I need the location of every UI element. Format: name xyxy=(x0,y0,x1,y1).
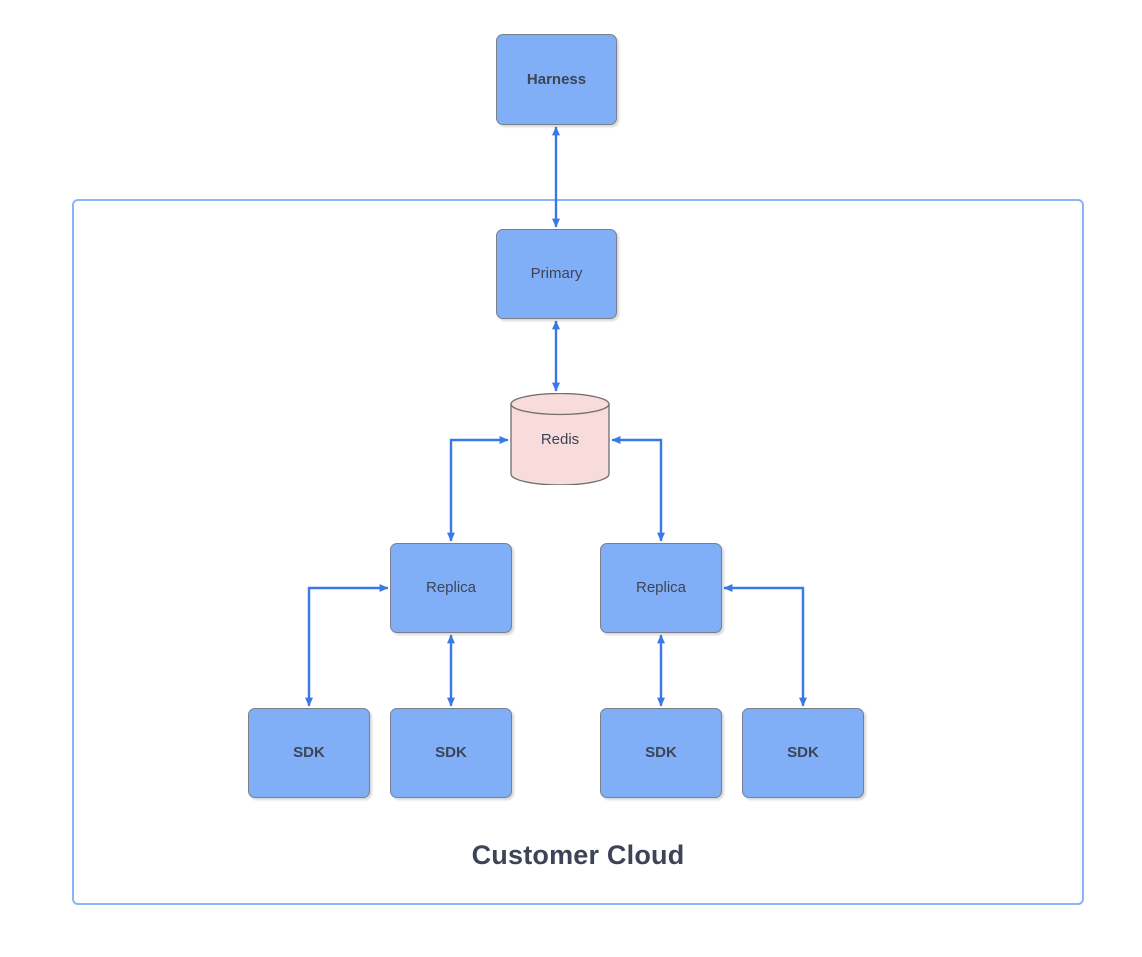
node-sdk-1-label: SDK xyxy=(293,744,325,761)
node-harness[interactable]: Harness xyxy=(496,34,617,125)
node-primary-label: Primary xyxy=(530,265,583,282)
node-replica-left[interactable]: Replica xyxy=(390,543,512,633)
node-redis[interactable]: Redis xyxy=(510,392,610,486)
node-replica-right-label: Replica xyxy=(635,579,687,596)
node-sdk-1[interactable]: SDK xyxy=(248,708,370,798)
node-sdk-4[interactable]: SDK xyxy=(742,708,864,798)
node-primary[interactable]: Primary xyxy=(496,229,617,319)
node-harness-label: Harness xyxy=(526,70,587,88)
node-sdk-4-label: SDK xyxy=(787,744,819,761)
node-sdk-2-label: SDK xyxy=(435,744,467,761)
customer-cloud-container xyxy=(72,199,1084,905)
node-replica-left-label: Replica xyxy=(425,579,477,596)
database-cylinder-icon xyxy=(510,392,610,486)
node-replica-right[interactable]: Replica xyxy=(600,543,722,633)
node-sdk-3[interactable]: SDK xyxy=(600,708,722,798)
node-sdk-2[interactable]: SDK xyxy=(390,708,512,798)
node-redis-label: Redis xyxy=(540,430,580,448)
customer-cloud-label: Customer Cloud xyxy=(471,840,685,870)
node-sdk-3-label: SDK xyxy=(645,744,677,761)
